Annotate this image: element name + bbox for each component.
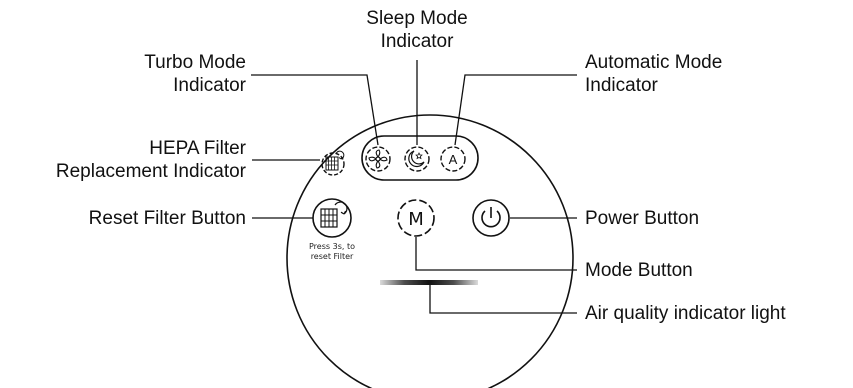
automatic-mode-label: Automatic Mode Indicator [585, 51, 722, 97]
air-quality-light-bar [380, 280, 478, 285]
mode-button-letter: M [408, 209, 424, 230]
turbo-mode-icon [365, 146, 391, 172]
reset-filter-hint-line1: Press 3s, to [309, 242, 355, 251]
reset-filter-hint-line2: reset Filter [310, 252, 354, 261]
power-button-label: Power Button [585, 208, 700, 229]
indicator-capsule [361, 135, 479, 181]
reset-filter-button-label: Reset Filter Button [88, 208, 246, 229]
turbo-mode-label-line2: Indicator [173, 75, 246, 96]
sleep-mode-label-line1: Sleep Mode [366, 8, 468, 29]
sleep-mode-label: Sleep Mode Indicator [339, 7, 495, 53]
reset-filter-button-icon[interactable] [312, 198, 352, 238]
turbo-mode-label-line1: Turbo Mode [144, 52, 246, 73]
leader-lines [251, 60, 577, 314]
hepa-filter-label-line2: Replacement Indicator [55, 161, 246, 182]
automatic-mode-label-line2: Indicator [585, 75, 658, 96]
hepa-filter-icon [321, 150, 345, 176]
sleep-mode-label-line2: Indicator [380, 31, 454, 52]
air-quality-leader-line [429, 285, 577, 314]
power-button-icon[interactable] [472, 199, 510, 237]
reset-filter-hint: Press 3s, to reset Filter [297, 242, 367, 262]
air-quality-light-label: Air quality indicator light [585, 303, 786, 324]
hepa-filter-label-line1: HEPA Filter [149, 138, 246, 159]
automatic-mode-label-line1: Automatic Mode [585, 52, 723, 73]
mode-leader-line [415, 237, 577, 271]
automatic-leader-line [454, 74, 577, 146]
automatic-mode-letter: A [449, 152, 458, 167]
turbo-leader-line [251, 74, 379, 146]
automatic-mode-icon: A [440, 146, 466, 172]
sleep-mode-icon [404, 146, 430, 172]
mode-button-label: Mode Button [585, 260, 693, 281]
hepa-filter-label: HEPA Filter Replacement Indicator [0, 137, 246, 183]
panel-circle-outline [286, 114, 574, 388]
turbo-mode-label: Turbo Mode Indicator [60, 51, 246, 97]
mode-button-icon[interactable]: M [397, 199, 435, 237]
